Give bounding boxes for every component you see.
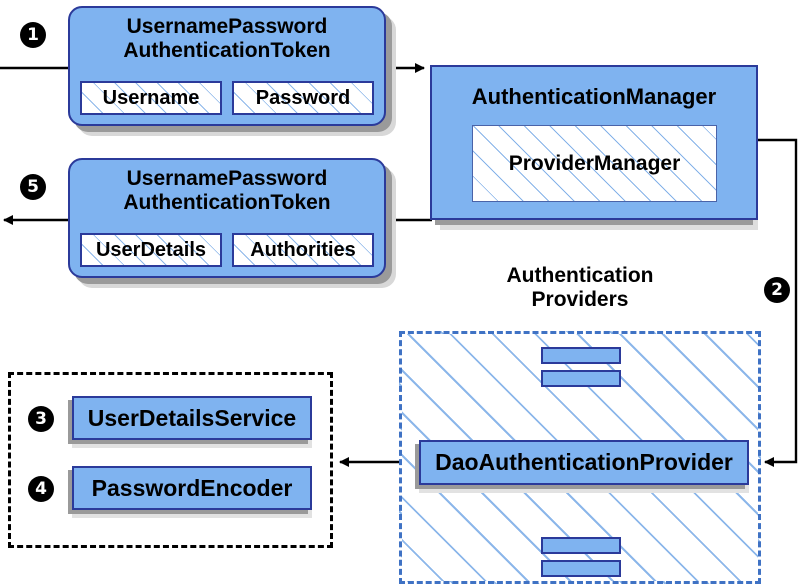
password-encoder-box[interactable]: PasswordEncoder <box>72 466 312 510</box>
badge-step-4: 4 <box>28 476 54 502</box>
response-token-slot-row: UserDetails Authorities <box>80 233 374 267</box>
request-token-slot-username: Username <box>80 81 222 115</box>
response-token-slot-userdetails: UserDetails <box>80 233 222 267</box>
request-token-slot-password: Password <box>232 81 374 115</box>
response-token-title: UsernamePassword AuthenticationToken <box>123 167 331 214</box>
dao-authentication-provider-box[interactable]: DaoAuthenticationProvider <box>419 440 749 485</box>
user-details-service-box[interactable]: UserDetailsService <box>72 396 312 440</box>
authentication-manager-title: AuthenticationManager <box>471 84 717 109</box>
response-token-slot-authorities: Authorities <box>232 233 374 267</box>
connector-manager-to-provider <box>758 138 798 467</box>
authentication-providers-title: Authentication Providers <box>506 264 654 311</box>
provider-placeholder-bar-top-1 <box>541 347 621 364</box>
provider-manager-box[interactable]: ProviderManager <box>472 125 717 202</box>
provider-placeholder-bar-top-2 <box>541 370 621 387</box>
provider-placeholder-bar-bottom-2 <box>541 560 621 577</box>
request-token-card[interactable]: UsernamePassword AuthenticationToken Use… <box>68 6 386 126</box>
request-token-title: UsernamePassword AuthenticationToken <box>123 15 331 62</box>
badge-step-2: 2 <box>764 277 790 303</box>
response-token-card[interactable]: UsernamePassword AuthenticationToken Use… <box>68 158 386 278</box>
provider-placeholder-bar-bottom-1 <box>541 537 621 554</box>
badge-step-5: 5 <box>20 174 46 200</box>
request-token-slot-row: Username Password <box>80 81 374 115</box>
badge-step-3: 3 <box>28 406 54 432</box>
badge-step-1: 1 <box>20 22 46 48</box>
authentication-manager-box[interactable]: AuthenticationManager ProviderManager <box>430 65 758 220</box>
